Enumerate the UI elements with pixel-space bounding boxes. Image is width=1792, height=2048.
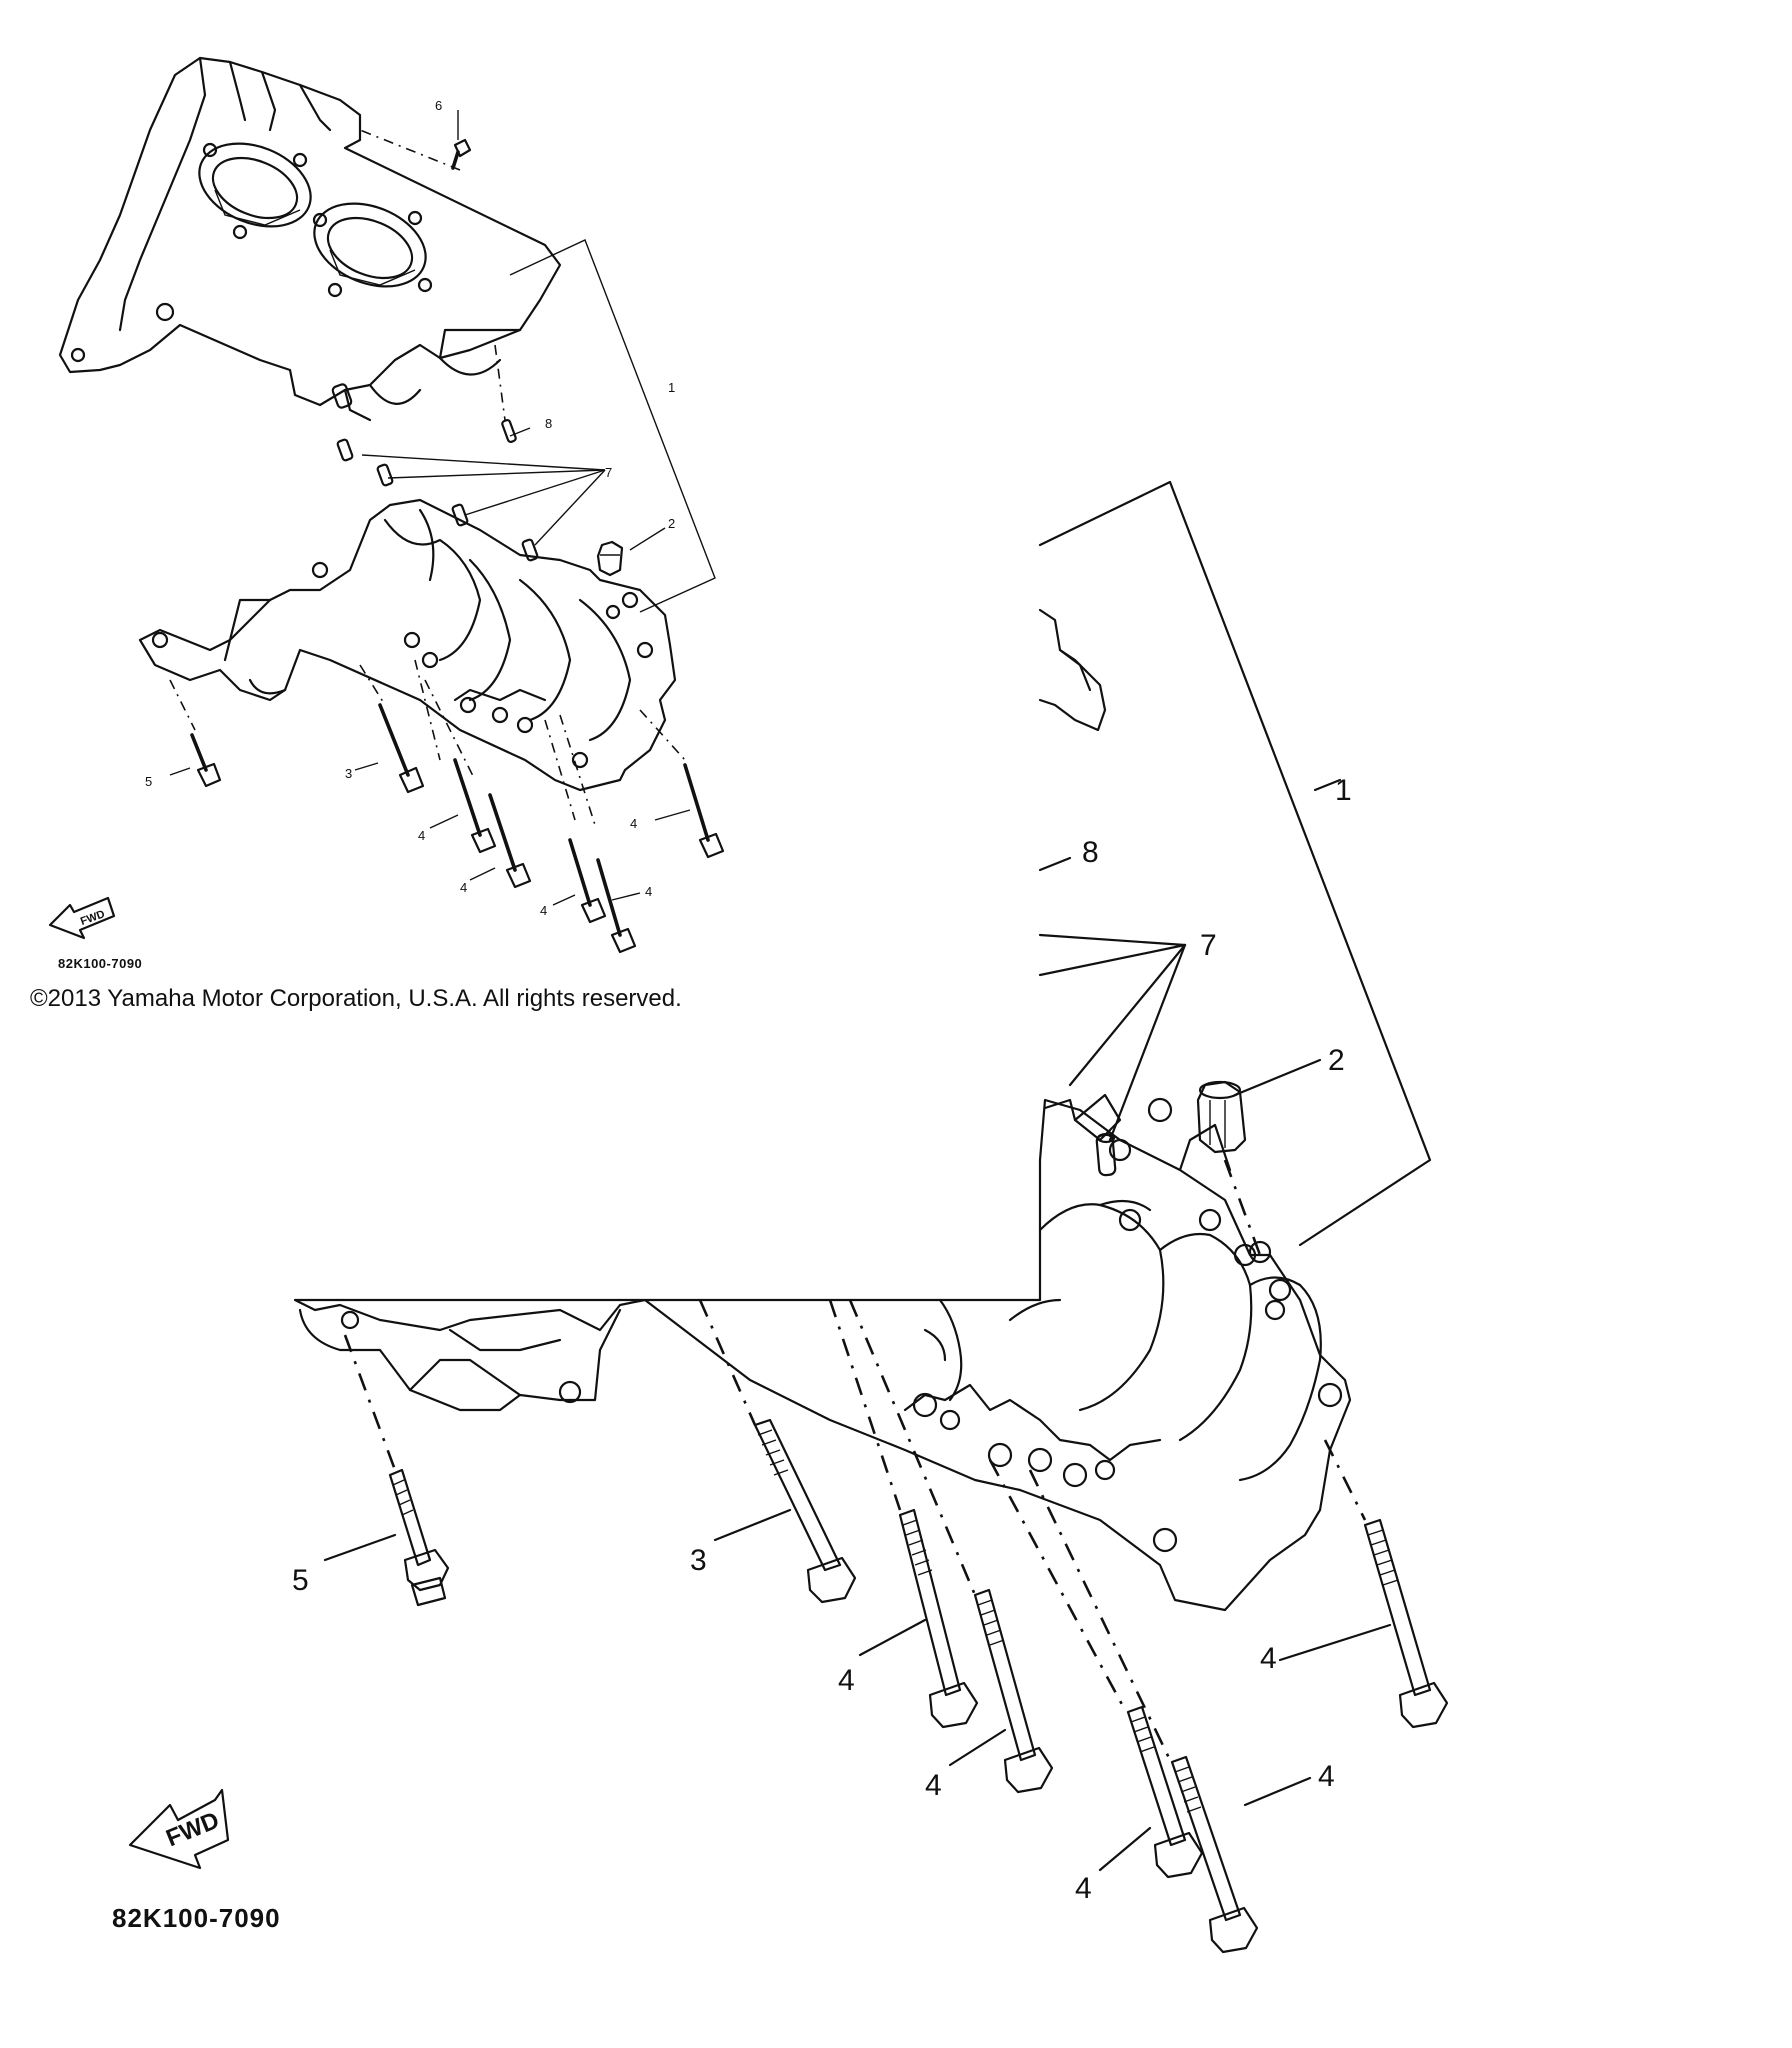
callout-4-large-d: 4 [1318, 1760, 1335, 1793]
callout-5-large: 5 [292, 1564, 309, 1597]
bolt-4-large-a [898, 1508, 979, 1729]
plug-large [1196, 1080, 1247, 1154]
plug-small [596, 540, 624, 577]
lower-crankcase-large [293, 1093, 1352, 1612]
bolt-4-large-c [1126, 1705, 1204, 1879]
bolts-large [388, 1418, 1449, 1954]
zoomed-diagram: 1 2 3 4 4 4 4 4 5 7 8 FWD 82K100-7090 [112, 480, 1449, 1954]
copyright-notice: ©2013 Yamaha Motor Corporation, U.S.A. A… [30, 985, 682, 1012]
alignment-lines-large [343, 1159, 1367, 1761]
fwd-arrow-small: FWD [48, 896, 116, 940]
dowel-pins-upper [331, 383, 539, 562]
callout-2-small: 2 [668, 516, 675, 531]
bracket-1-small [509, 239, 716, 613]
lower-crankcase [138, 498, 677, 792]
callouts-large: 1 2 3 4 4 4 4 4 5 7 8 [292, 774, 1352, 1905]
alignment-lines-small [169, 129, 686, 826]
callout-4-large-c: 4 [1075, 1872, 1092, 1905]
callout-5-small: 5 [145, 774, 152, 789]
bolt-4-large-d [1170, 1755, 1259, 1954]
bracket-1-large [1038, 480, 1432, 1247]
leaders-large [323, 778, 1392, 1872]
callout-1-large: 1 [1335, 774, 1352, 807]
bolt-3-large [753, 1418, 857, 1604]
callout-4-small-d: 4 [645, 884, 652, 899]
callout-4-large-e: 4 [1260, 1642, 1277, 1675]
callout-2-large: 2 [1328, 1044, 1345, 1077]
upper-crankcase [58, 56, 562, 422]
fwd-arrow-large: FWD [128, 1788, 230, 1870]
leaders-small [169, 110, 691, 906]
callout-7-small: 7 [605, 465, 612, 480]
callout-6-small: 6 [435, 98, 442, 113]
callout-8-large: 8 [1082, 836, 1099, 869]
callout-1-small: 1 [668, 380, 675, 395]
callout-4-small-a: 4 [418, 828, 425, 843]
part-code-small: 82K100-7090 [58, 956, 142, 971]
bolt-5-large [388, 1468, 450, 1607]
callout-4-small-b: 4 [460, 880, 467, 895]
callout-4-small-c: 4 [540, 903, 547, 918]
bolts-small [190, 138, 725, 954]
callout-4-large-a: 4 [838, 1664, 855, 1697]
callout-4-small-e: 4 [630, 816, 637, 831]
callout-7-large: 7 [1200, 929, 1217, 962]
bolt-4-large-e [1363, 1518, 1449, 1729]
upper-casting-fragment [1038, 608, 1107, 732]
callout-8-small: 8 [545, 416, 552, 431]
callout-3-large: 3 [690, 1544, 707, 1577]
callout-4-large-b: 4 [925, 1769, 942, 1802]
part-code-large: 82K100-7090 [112, 1903, 281, 1933]
bolt-4-large-b [973, 1588, 1054, 1794]
callout-3-small: 3 [345, 766, 352, 781]
overview-diagram: 1 2 3 4 4 4 4 4 5 6 7 8 FWD 82K100-7090 [48, 56, 725, 971]
callouts-small: 1 2 3 4 4 4 4 4 5 6 7 8 [145, 98, 675, 918]
